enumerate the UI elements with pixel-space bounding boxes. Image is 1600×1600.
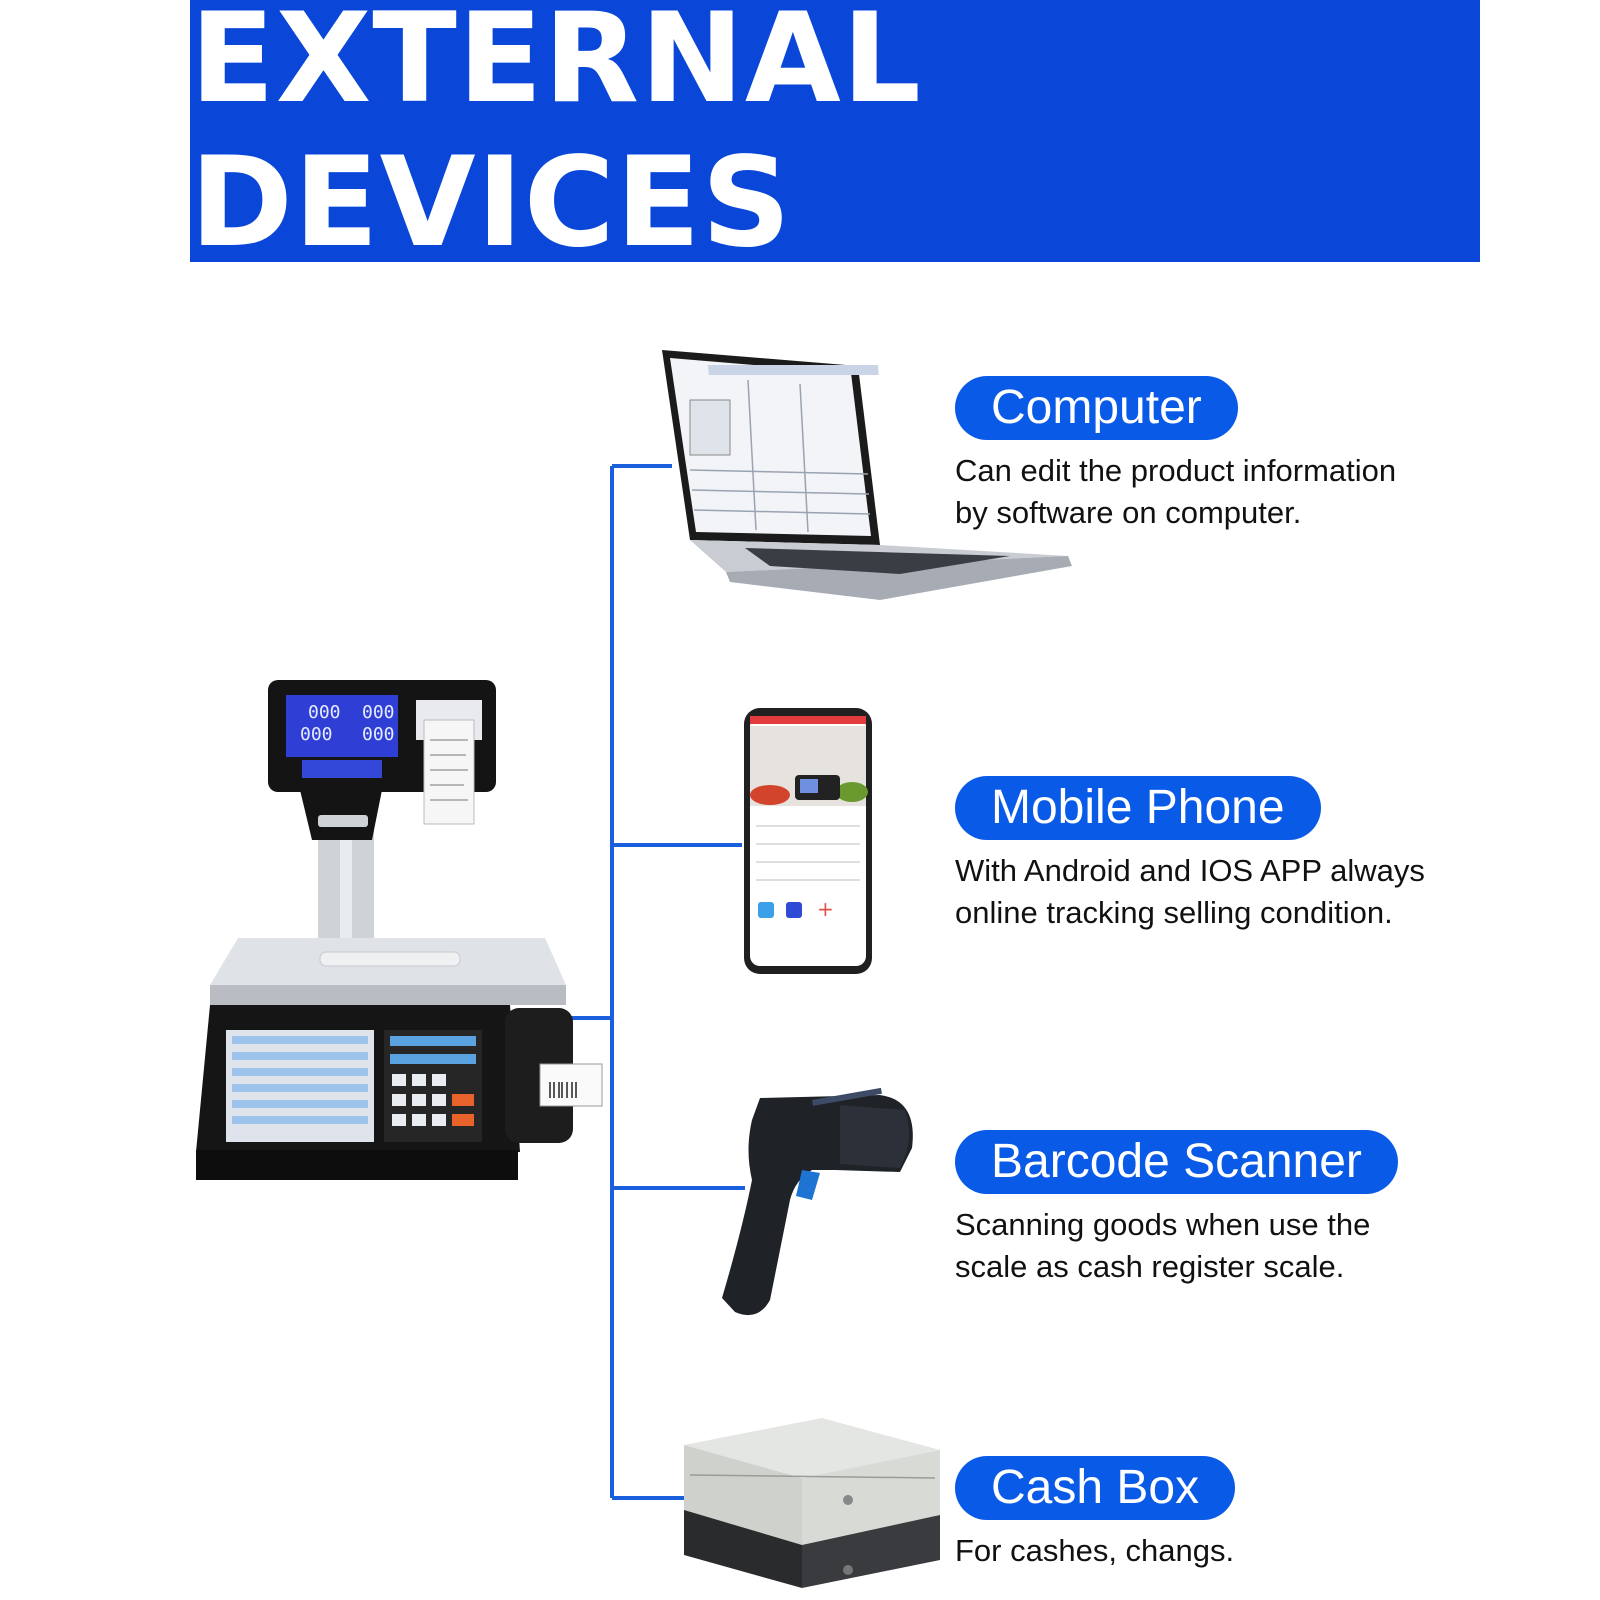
cash-drawer-icon: [684, 1418, 940, 1588]
device-description-barcode-scanner: Scanning goods when use the scale as cas…: [955, 1207, 1371, 1284]
barcode-scanner-icon: [722, 1087, 913, 1316]
device-cash-box: Cash Box For cashes, changs.: [955, 1456, 1236, 1572]
device-description-mobile-phone: With Android and IOS APP always online t…: [955, 853, 1425, 930]
device-barcode-scanner: Barcode Scanner Scanning goods when use …: [955, 1130, 1398, 1288]
laptop-icon: [662, 350, 1072, 600]
page-title: EXTERNAL DEVICES: [190, 0, 922, 275]
device-computer: Computer Can edit the product informatio…: [955, 376, 1396, 534]
connector-lines: [565, 464, 745, 1500]
device-label-computer: Computer: [955, 376, 1238, 440]
svg-text:000: 000: [362, 724, 395, 745]
device-label-mobile-phone: Mobile Phone: [955, 776, 1321, 840]
svg-text:+: +: [817, 897, 834, 921]
device-description-computer: Can edit the product information by soft…: [955, 453, 1397, 530]
device-label-cash-box: Cash Box: [955, 1456, 1236, 1520]
smartphone-icon: +: [744, 708, 872, 974]
svg-text:000: 000: [362, 702, 395, 723]
device-label-barcode-scanner: Barcode Scanner: [955, 1130, 1398, 1194]
device-mobile-phone: Mobile Phone With Android and IOS APP al…: [955, 776, 1425, 934]
svg-text:000: 000: [300, 724, 333, 745]
device-description-cash-box: For cashes, changs.: [955, 1533, 1235, 1568]
title-banner: EXTERNAL DEVICES: [190, 0, 1480, 275]
svg-text:000: 000: [308, 702, 341, 723]
